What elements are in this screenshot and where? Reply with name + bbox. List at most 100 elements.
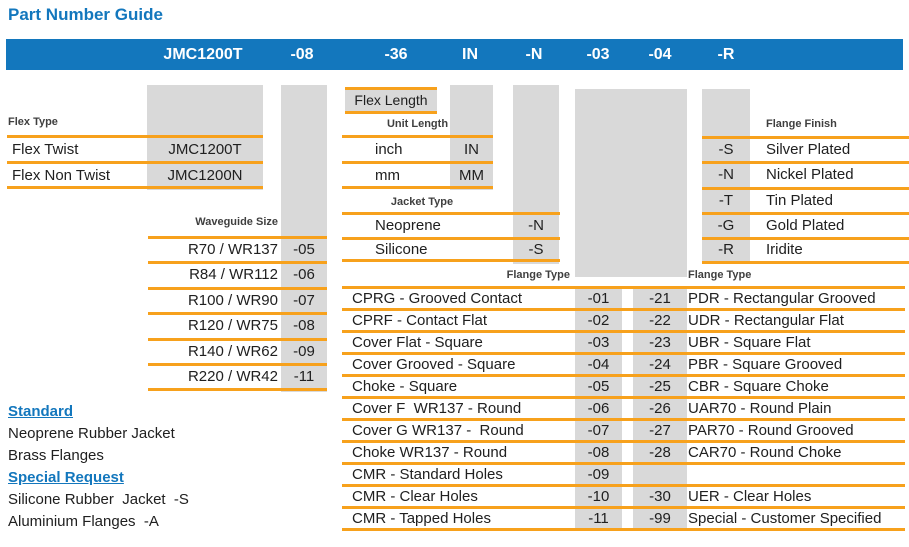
finish-name: Silver Plated [766, 141, 851, 158]
finish-code: -T [718, 192, 734, 209]
strip-jacket-column [513, 85, 559, 264]
flange-code1: -08 [587, 444, 610, 461]
waveguide-name: R220 / WR42 [187, 368, 278, 385]
divider [702, 237, 909, 240]
standard-item: Neoprene Rubber Jacket [8, 425, 175, 442]
divider [342, 506, 905, 509]
flange-finish-label: Flange Finish [766, 118, 837, 130]
divider [148, 363, 327, 366]
flange-desc: CMR - Tapped Holes [352, 510, 491, 527]
waveguide-name: R84 / WR112 [189, 266, 278, 283]
divider [702, 187, 909, 190]
waveguide-code: -08 [293, 317, 315, 334]
divider [148, 261, 327, 264]
divider [342, 308, 905, 311]
strip-flange-code2-column [633, 286, 687, 531]
part-segment-flange2: -04 [648, 46, 672, 63]
part-segment-finish: -R [717, 46, 735, 63]
waveguide-code: -11 [293, 368, 315, 385]
flange-code1: -09 [587, 466, 610, 483]
flange-desc: Cover G WR137 - Round [352, 422, 524, 439]
special-request-heading: Special Request [8, 469, 124, 486]
jacket-code: -S [528, 241, 544, 258]
flange-code1: -01 [587, 290, 610, 307]
unit-code: IN [464, 141, 479, 158]
flex-type-code: JMC1200T [168, 141, 242, 158]
waveguide-code: -07 [293, 292, 315, 309]
special-item: Silicone Rubber Jacket -S [8, 491, 189, 508]
divider [342, 528, 905, 531]
flange-desc2: PAR70 - Round Grooved [688, 422, 854, 439]
flange-desc: Cover Grooved - Square [352, 356, 516, 373]
divider [342, 330, 905, 333]
divider [342, 484, 905, 487]
flange-desc2: UAR70 - Round Plain [688, 400, 832, 417]
divider [342, 161, 493, 164]
flange-code2: -22 [649, 312, 671, 329]
divider [148, 236, 327, 239]
flange-desc: CMR - Clear Holes [352, 488, 478, 505]
flange-desc: Choke - Square [352, 378, 458, 395]
flange-desc2: CAR70 - Round Choke [688, 444, 842, 461]
part-number-header-bar: JMC1200T -08 -36 IN -N -03 -04 -R [6, 39, 903, 70]
waveguide-code: -09 [293, 343, 315, 360]
flange-code2: -99 [649, 510, 671, 527]
flange-code1: -03 [587, 334, 610, 351]
flex-type-label: Flex Type [8, 116, 58, 128]
waveguide-code: -06 [293, 266, 315, 283]
flex-type-name: Flex Twist [12, 141, 79, 158]
flange-type-label-left: Flange Type [506, 269, 570, 281]
flange-code2: -30 [649, 488, 671, 505]
flange-code2: -25 [649, 378, 671, 395]
divider [148, 338, 327, 341]
flex-type-code: JMC1200N [167, 167, 243, 184]
flex-type-name: Flex Non Twist [12, 167, 111, 184]
flange-code2: -23 [649, 334, 671, 351]
divider [342, 462, 905, 465]
part-segment-jacket: -N [525, 46, 543, 63]
standard-heading: Standard [8, 403, 74, 420]
flange-desc: Cover F WR137 - Round [352, 400, 522, 417]
unit-name: mm [375, 167, 400, 184]
page-title: Part Number Guide [8, 5, 163, 24]
flange-code2: -21 [649, 290, 671, 307]
flange-desc: Cover Flat - Square [352, 334, 483, 351]
jacket-type-label: Jacket Type [390, 196, 454, 208]
part-segment-flange1: -03 [586, 46, 610, 63]
divider [342, 418, 905, 421]
strip-finish-column [702, 89, 750, 264]
waveguide-size-label: Waveguide Size [195, 216, 278, 228]
divider [342, 286, 905, 289]
part-segment-unit: IN [462, 46, 478, 63]
flange-code1: -04 [587, 356, 610, 373]
flex-length-box: Flex Length [345, 87, 437, 114]
part-segment-model: JMC1200T [163, 46, 243, 63]
flange-desc2: PDR - Rectangular Grooved [688, 290, 876, 307]
flange-code1: -10 [587, 488, 610, 505]
flange-desc2: CBR - Square Choke [688, 378, 829, 395]
divider [342, 237, 560, 240]
strip-flange-code1-column [575, 286, 622, 531]
strip-flange-codes-block [575, 89, 687, 277]
jacket-name: Silicone [375, 241, 428, 258]
flange-code1: -02 [587, 312, 610, 329]
divider [342, 259, 560, 262]
divider [342, 186, 493, 189]
divider [148, 287, 327, 290]
standard-item: Brass Flanges [8, 447, 104, 464]
divider [342, 396, 905, 399]
jacket-name: Neoprene [375, 217, 441, 234]
flange-desc: CPRG - Grooved Contact [352, 290, 523, 307]
flange-code1: -11 [588, 510, 609, 527]
waveguide-name: R70 / WR137 [187, 241, 278, 258]
finish-name: Iridite [766, 241, 803, 258]
special-item: Aluminium Flanges -A [8, 513, 159, 530]
divider [342, 352, 905, 355]
divider [702, 161, 909, 164]
part-segment-waveguide: -08 [290, 46, 314, 63]
divider [342, 135, 493, 138]
unit-code: MM [459, 167, 484, 184]
flange-desc: Choke WR137 - Round [352, 444, 508, 461]
finish-code: -G [717, 217, 735, 234]
flange-code2: -27 [649, 422, 671, 439]
